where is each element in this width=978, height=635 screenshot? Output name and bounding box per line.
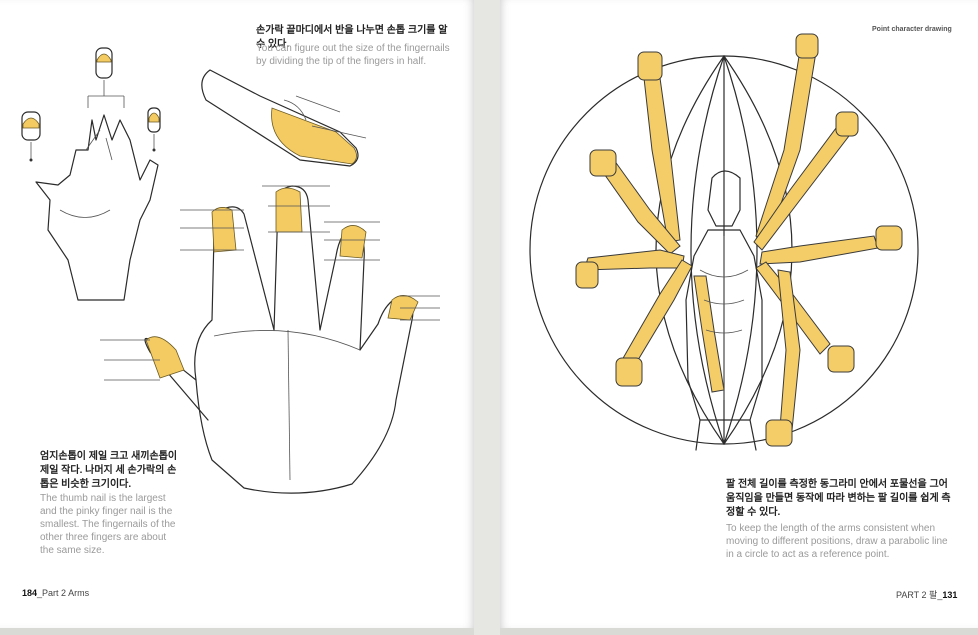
bottom-caption-english: The thumb nail is the largest and the pi…	[40, 492, 180, 557]
page-number: 131	[942, 590, 957, 600]
folio-part: PART 2	[896, 590, 927, 600]
bottom-caption-korean: 엄지손톱이 제일 크고 새끼손톱이 제일 작다. 나머지 세 손가락의 손톱은 …	[40, 450, 180, 492]
page-number: 184	[22, 588, 37, 598]
right-page: Point character drawing	[500, 0, 978, 628]
folio-chapter: Arms	[68, 588, 89, 598]
left-folio: 184_Part 2 Arms	[22, 588, 89, 598]
top-caption-english: You can figure out the size of the finge…	[256, 42, 462, 68]
left-page: 손가락 끝마디에서 반을 나누면 손톱 크기를 알 수 있다. You can …	[0, 0, 474, 628]
right-caption-korean: 팔 전체 길이를 측정한 동그라미 안에서 포물선을 그어 움직임을 만들면 동…	[726, 478, 956, 520]
small-nail-diagrams	[22, 48, 160, 162]
folio-section: Part 2	[42, 588, 66, 598]
right-folio: PART 2 팔_131	[896, 588, 957, 601]
palm-with-fingernails	[100, 186, 440, 493]
back-of-hand-sketch	[36, 115, 158, 300]
right-caption-english: To keep the length of the arms consisten…	[726, 522, 956, 561]
finger-profile-sketch	[202, 70, 366, 166]
book-gutter	[474, 0, 500, 635]
